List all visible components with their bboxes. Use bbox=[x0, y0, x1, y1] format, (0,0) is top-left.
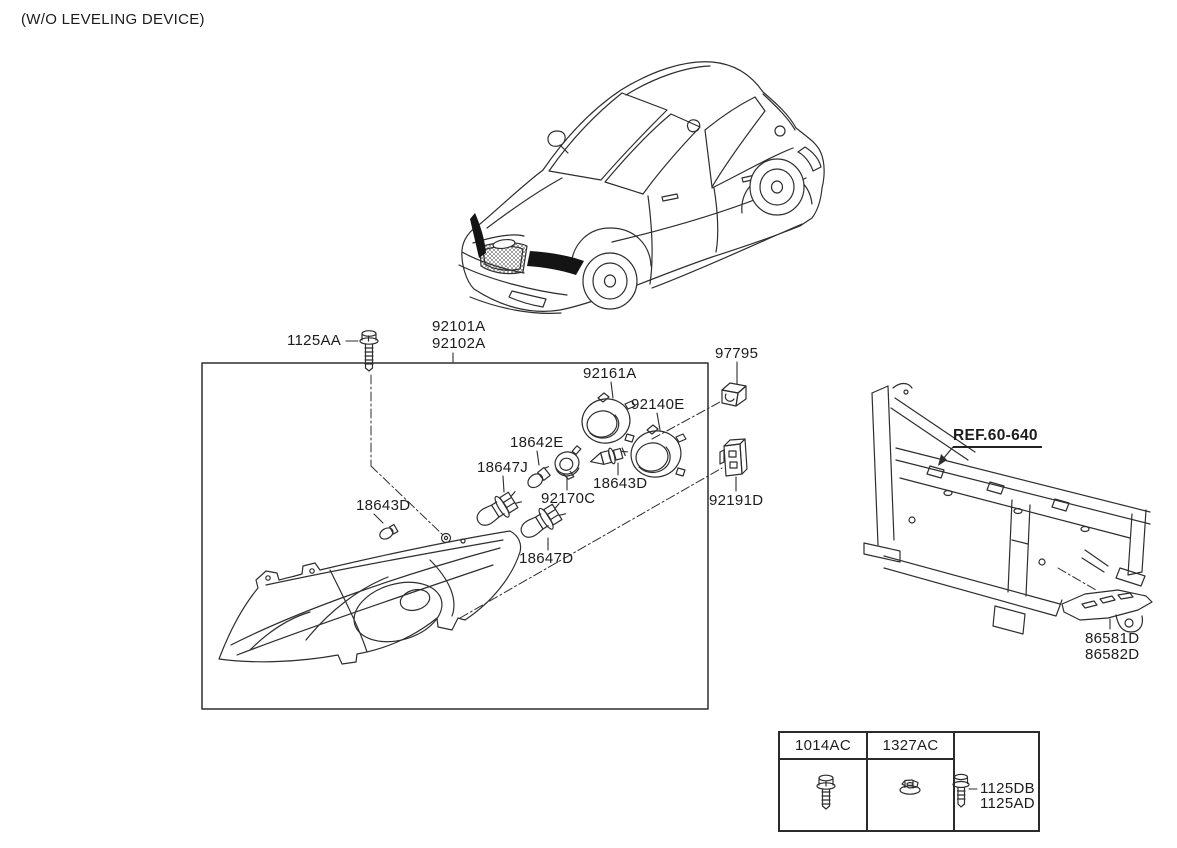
flange-bolt-1014ac-icon bbox=[816, 774, 836, 810]
ref-arrow bbox=[938, 446, 954, 466]
part-label-1125aa: 1125AA bbox=[287, 332, 342, 349]
mounting-hole bbox=[440, 532, 452, 544]
fuel-door bbox=[774, 125, 786, 137]
part-label-86581d: 86581D bbox=[1085, 630, 1140, 647]
part-label-92161a: 92161A bbox=[583, 365, 637, 382]
leader-lines bbox=[345, 340, 1111, 790]
retainer-bracket-92191d-icon bbox=[719, 438, 748, 477]
part-label-86582d: 86582D bbox=[1085, 646, 1140, 663]
front-wheel bbox=[582, 252, 638, 310]
fastener-table: 1014AC 1327AC 1125DB 1125AD bbox=[778, 731, 1040, 832]
part-label-18647j: 18647J bbox=[477, 459, 529, 476]
kia-badge bbox=[492, 238, 516, 250]
table-divider-2 bbox=[953, 733, 955, 830]
grille bbox=[479, 238, 528, 275]
part-label-97795: 97795 bbox=[715, 345, 759, 362]
headlamp-highlight bbox=[527, 251, 584, 275]
bulb-18643d-left-icon bbox=[379, 523, 399, 540]
part-label-92140e: 92140E bbox=[631, 396, 685, 413]
retainer-clip-97795-icon bbox=[721, 382, 747, 407]
page-title: (W/O LEVELING DEVICE) bbox=[21, 11, 205, 28]
bulb-18647d-icon bbox=[520, 503, 566, 538]
part-label-1125ad: 1125AD bbox=[980, 795, 1035, 812]
detail-box bbox=[201, 362, 709, 710]
part-label-92191d: 92191D bbox=[709, 492, 764, 509]
table-header-divider bbox=[780, 758, 953, 760]
dust-cap-92161a-icon bbox=[581, 392, 636, 444]
bulb-18647j-icon bbox=[476, 491, 522, 526]
bulb-18642e-icon bbox=[527, 466, 551, 489]
mounting-bracket-86581d-icon bbox=[1061, 589, 1153, 633]
car-illustration bbox=[458, 61, 825, 314]
part-label-18643d-right: 18643D bbox=[593, 475, 648, 492]
part-label-18647d: 18647D bbox=[519, 550, 574, 567]
headlamp-assembly bbox=[218, 530, 522, 665]
ref-label-60-640: REF.60-640 bbox=[953, 427, 1042, 449]
left-headlamp-highlight bbox=[470, 213, 486, 258]
fog-lamp-slot bbox=[508, 290, 547, 308]
part-label-92102a: 92102A bbox=[432, 335, 486, 352]
part-label-18643d-left: 18643D bbox=[356, 497, 411, 514]
flange-nut-1327ac-icon bbox=[899, 779, 921, 795]
part-label-92170c: 92170C bbox=[541, 490, 596, 507]
part-label-92101a: 92101A bbox=[432, 318, 486, 335]
rear-wheel bbox=[749, 158, 805, 216]
part-label-1125db: 1125DB bbox=[980, 780, 1035, 797]
assembly-center-lines bbox=[370, 374, 1097, 619]
table-header-1014ac: 1014AC bbox=[794, 737, 851, 754]
part-label-18642e: 18642E bbox=[510, 434, 564, 451]
socket-92170c-icon bbox=[554, 445, 582, 480]
table-divider-1 bbox=[866, 733, 868, 830]
radiator-support bbox=[863, 382, 1151, 635]
dust-cap-92140e-icon bbox=[630, 424, 687, 478]
taillight bbox=[797, 146, 822, 172]
bulb-18643d-right-icon bbox=[590, 447, 628, 465]
table-header-1327ac: 1327AC bbox=[882, 737, 939, 754]
flange-bolt-1125aa-icon bbox=[359, 330, 379, 372]
